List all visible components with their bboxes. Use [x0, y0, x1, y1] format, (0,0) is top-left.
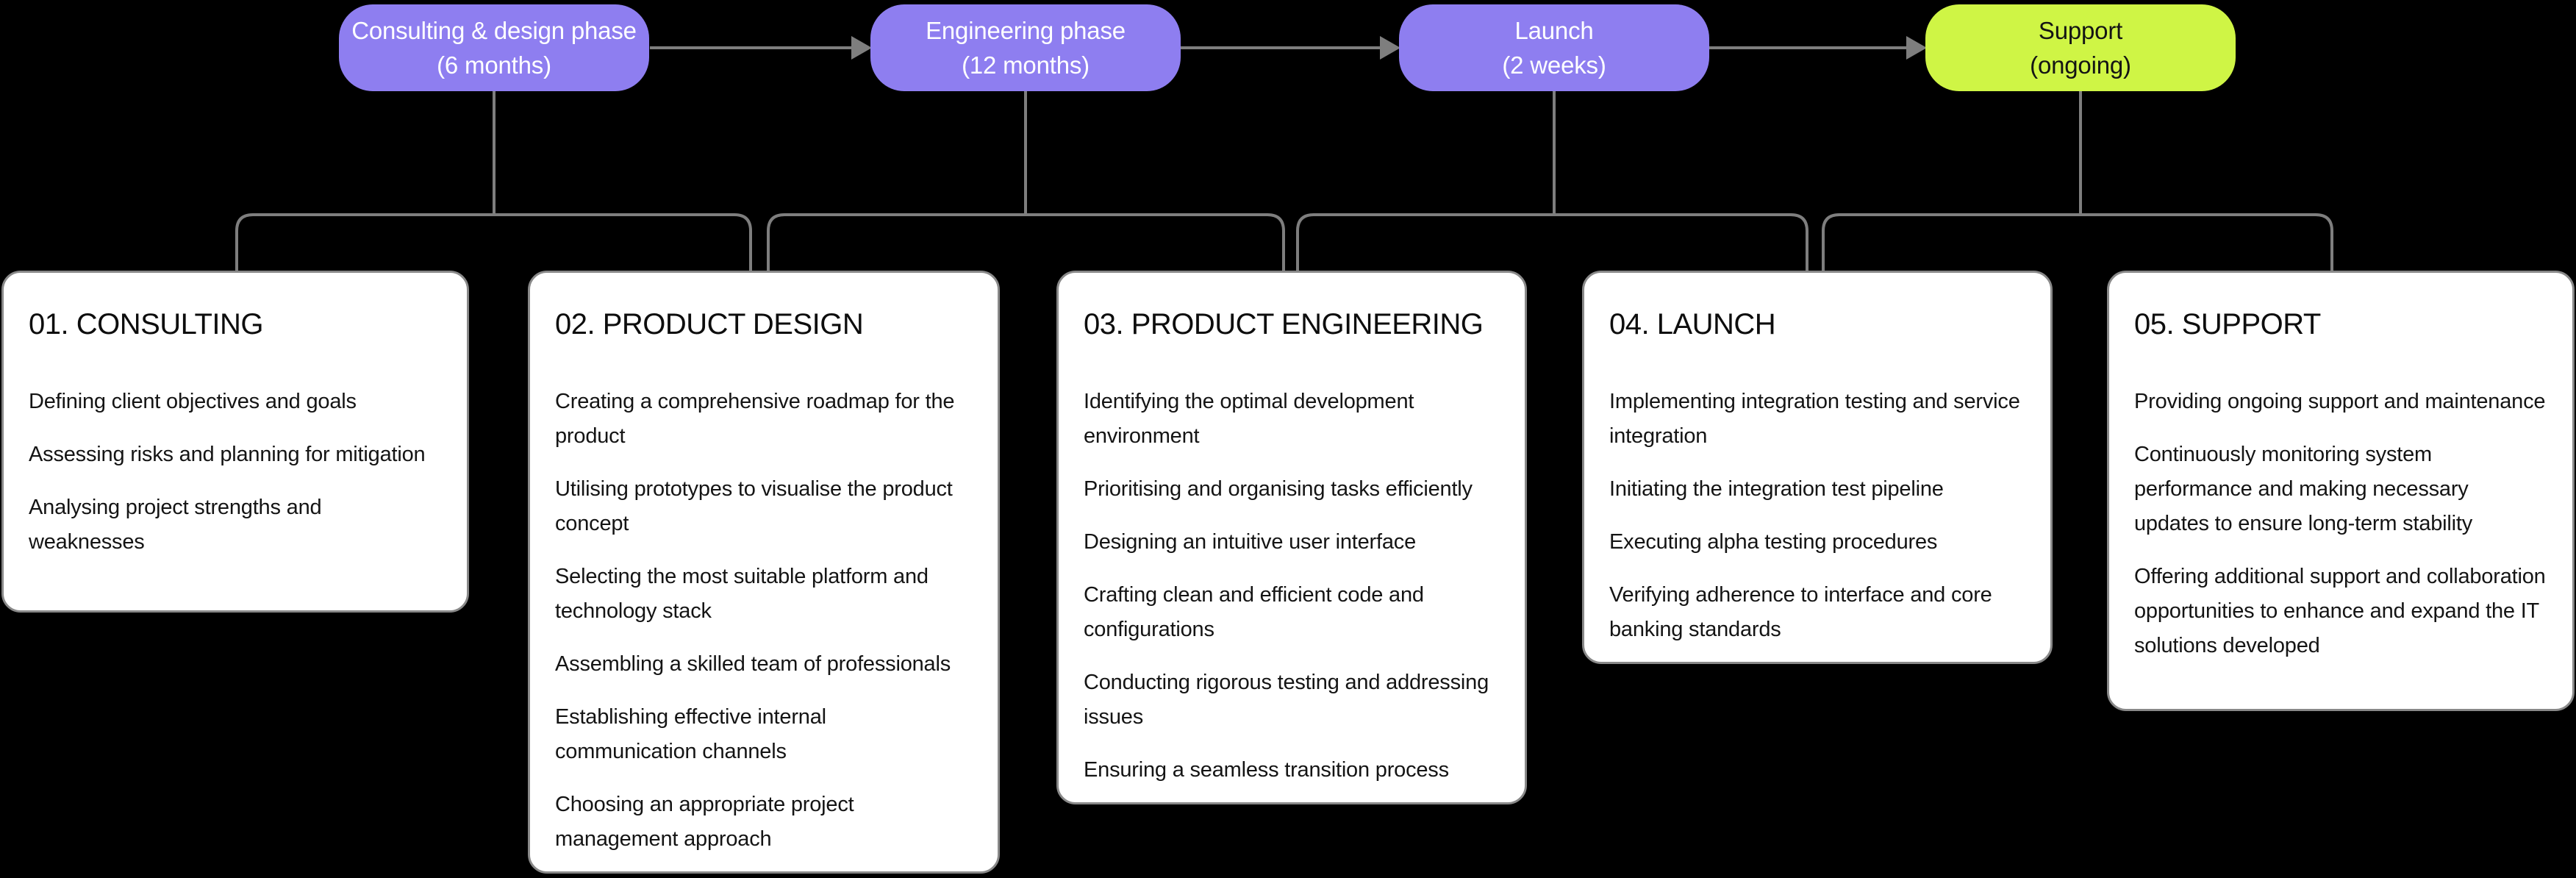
phase-title: Consulting & design phase [351, 17, 637, 44]
phase-duration: (6 months) [437, 51, 551, 79]
card-item: Continuously monitoring system performan… [2134, 443, 2473, 535]
card-title: 03. PRODUCT ENGINEERING [1084, 308, 1484, 340]
card-item: Choosing an appropriate project manageme… [555, 793, 854, 851]
phase-title: Launch [1514, 17, 1594, 44]
phase-duration: (2 weeks) [1502, 51, 1606, 79]
phase-bracket-connector [767, 213, 1285, 271]
card-item: Designing an intuitive user interface [1084, 530, 1417, 554]
card-item: Selecting the most suitable platform and… [555, 565, 929, 623]
card-item: Assessing risks and planning for mitigat… [29, 443, 426, 466]
card-item: Utilising prototypes to visualise the pr… [555, 477, 953, 535]
arrow-head-icon [1380, 36, 1400, 60]
card-item: Crafting clean and efficient code and co… [1084, 583, 1424, 641]
arrow-head-icon [851, 36, 872, 60]
card-item: Providing ongoing support and maintenanc… [2134, 390, 2546, 413]
phase-pill-consulting-design: Consulting & design phase (6 months) [339, 4, 649, 91]
card-item: Conducting rigorous testing and addressi… [1084, 671, 1489, 729]
card-02-product-design: 02. PRODUCT DESIGN Creating a comprehens… [528, 271, 1000, 874]
card-item: Identifying the optimal development envi… [1084, 390, 1414, 448]
phase-title: Engineering phase [926, 17, 1126, 44]
phase-title: Support [2038, 17, 2123, 44]
phase-bracket-connector [235, 213, 752, 271]
card-04-launch: 04. LAUNCH Implementing integration test… [1582, 271, 2053, 664]
card-01-consulting: 01. CONSULTING Defining client objective… [1, 271, 469, 613]
phase-bracket-connector [1822, 213, 2333, 271]
card-item: Offering additional support and collabor… [2134, 565, 2546, 657]
card-title: 01. CONSULTING [29, 308, 264, 340]
card-item: Ensuring a seamless transition process [1084, 758, 1449, 782]
card-item: Implementing integration testing and ser… [1609, 390, 2020, 448]
card-item: Prioritising and organising tasks effici… [1084, 477, 1473, 501]
arrow-head-icon [1906, 36, 1927, 60]
card-item: Executing alpha testing procedures [1609, 530, 1938, 554]
card-03-product-engineering: 03. PRODUCT ENGINEERING Identifying the … [1056, 271, 1527, 804]
phase-pill-support: Support (ongoing) [1925, 4, 2236, 91]
card-item: Analysing project strengths and weakness… [29, 496, 322, 554]
card-title: 02. PRODUCT DESIGN [555, 308, 864, 340]
card-item: Initiating the integration test pipeline [1609, 477, 1944, 501]
card-05-support: 05. SUPPORT Providing ongoing support an… [2107, 271, 2575, 711]
card-item: Defining client objectives and goals [29, 390, 357, 413]
phase-duration: (ongoing) [2030, 51, 2131, 79]
card-item: Establishing effective internal communic… [555, 705, 826, 763]
card-title: 05. SUPPORT [2134, 308, 2321, 340]
phase-pill-launch: Launch (2 weeks) [1399, 4, 1709, 91]
phase-duration: (12 months) [962, 51, 1090, 79]
card-item: Creating a comprehensive roadmap for the… [555, 390, 955, 448]
phase-bracket-connector [1296, 213, 1808, 271]
card-item: Assembling a skilled team of professiona… [555, 652, 951, 676]
phase-pill-engineering: Engineering phase (12 months) [870, 4, 1181, 91]
card-title: 04. LAUNCH [1609, 308, 1776, 340]
card-item: Verifying adherence to interface and cor… [1609, 583, 1992, 641]
